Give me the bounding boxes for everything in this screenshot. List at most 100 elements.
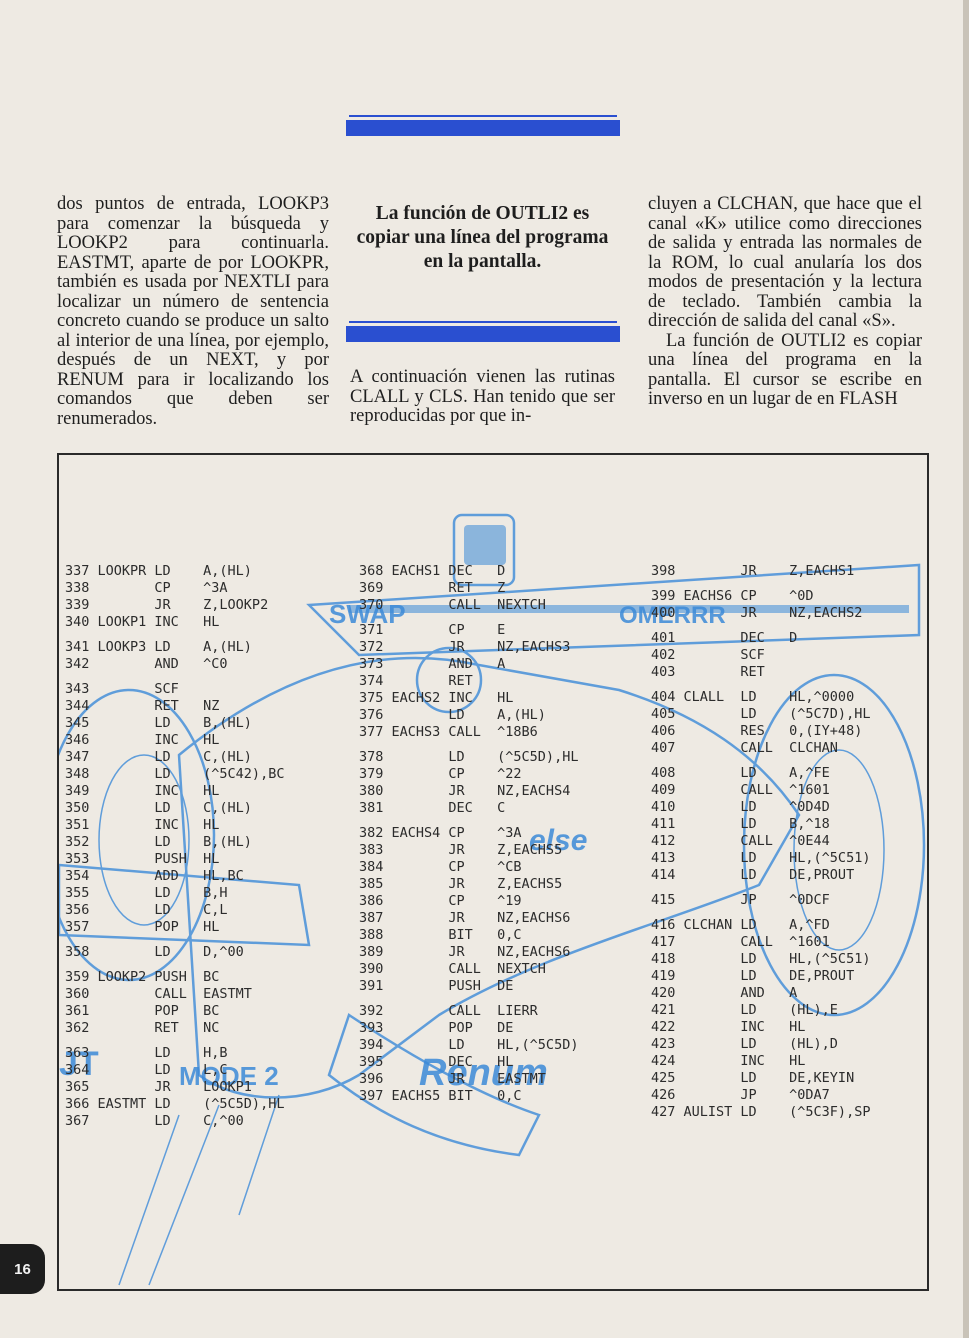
listing-line: 415 JP ^0DCF [651, 892, 830, 908]
top-blue-rule [346, 120, 620, 136]
listing-line: 342 AND ^C0 [65, 656, 228, 672]
listing-gap [651, 757, 870, 765]
listing-gap [65, 631, 284, 639]
listing-line: 405 LD (^5C7D),HL [651, 706, 871, 722]
sponsor-swap: SWAP [329, 599, 406, 629]
listing-line: 389 JR NZ,EACHS6 [359, 944, 571, 960]
text-column-right: cluyen a CLCHAN, que hace que el canal «… [648, 194, 922, 410]
listing-gap [359, 817, 578, 825]
listing-line: 380 JR NZ,EACHS4 [359, 783, 571, 799]
listing-line: 427 AULIST LD (^5C3F),SP [651, 1104, 871, 1120]
listing-line: 406 RES 0,(IY+48) [651, 723, 863, 739]
page-number: 16 [0, 1244, 45, 1294]
listing-line: 356 LD C,L [65, 902, 228, 918]
listing-line: 426 JP ^0DA7 [651, 1087, 830, 1103]
listing-line: 399 EACHS6 CP ^0D [651, 588, 814, 604]
listing-line: 344 RET NZ [65, 698, 220, 714]
listing-line: 393 POP DE [359, 1020, 514, 1036]
paragraph-left: dos puntos de entrada, LOOKP3 para comen… [57, 194, 329, 429]
listing-gap [651, 622, 870, 630]
page-edge [963, 0, 969, 1338]
listing-line: 408 LD A,^FE [651, 765, 830, 781]
listing-line: 379 CP ^22 [359, 766, 522, 782]
listing-line: 351 INC HL [65, 817, 220, 833]
listing-line: 385 JR Z,EACHS5 [359, 876, 563, 892]
listing-line: 416 CLCHAN LD A,^FD [651, 917, 830, 933]
listing-gap [651, 580, 870, 588]
listing-line: 422 INC HL [651, 1019, 806, 1035]
listing-line: 362 RET NC [65, 1020, 220, 1036]
airbox-fill [464, 525, 506, 565]
listing-line: 409 CALL ^1601 [651, 782, 830, 798]
listing-line: 398 JR Z,EACHS1 [651, 563, 855, 579]
listing-gap [65, 673, 284, 681]
listing-line: 352 LD B,(HL) [65, 834, 252, 850]
listing-line: 346 INC HL [65, 732, 220, 748]
listing-line: 395 DEC HL [359, 1054, 514, 1070]
listing-gap [359, 741, 578, 749]
listing-line: 407 CALL CLCHAN [651, 740, 838, 756]
listing-line: 349 INC HL [65, 783, 220, 799]
listing-line: 350 LD C,(HL) [65, 800, 252, 816]
listing-gap [359, 614, 578, 622]
race-car-illustration: SWAP OMERRR else MODE 2 Renum JT [59, 513, 926, 1286]
listing-gap [651, 909, 870, 917]
sponsor-renum: Renum [419, 1052, 548, 1094]
listing-line: 361 POP BC [65, 1003, 220, 1019]
code-listing-box: SWAP OMERRR else MODE 2 Renum JT 337 LOO… [57, 453, 929, 1291]
listing-line: 391 PUSH DE [359, 978, 514, 994]
listing-line: 424 INC HL [651, 1053, 806, 1069]
listing-line: 423 LD (HL),D [651, 1036, 838, 1052]
listing-line: 347 LD C,(HL) [65, 749, 252, 765]
listing-line: 412 CALL ^0E44 [651, 833, 830, 849]
listing-line: 390 CALL NEXTCH [359, 961, 546, 977]
listing-line: 359 LOOKP2 PUSH BC [65, 969, 220, 985]
listing-line: 394 LD HL,(^5C5D) [359, 1037, 579, 1053]
listing-line: 376 LD A,(HL) [359, 707, 546, 723]
listing-line: 417 CALL ^1601 [651, 934, 830, 950]
listing-line: 371 CP E [359, 622, 506, 638]
listing-line: 348 LD (^5C42),BC [65, 766, 285, 782]
listing-gap [651, 884, 870, 892]
listing-gap [65, 936, 284, 944]
listing-line: 396 JR EASTMT [359, 1071, 546, 1087]
listing-line: 341 LOOKP3 LD A,(HL) [65, 639, 252, 655]
listing-line: 377 EACHS3 CALL ^18B6 [359, 724, 538, 740]
listing-line: 363 LD H,B [65, 1045, 228, 1061]
listing-line: 397 EACHS5 BIT 0,C [359, 1088, 522, 1104]
text-column-left: dos puntos de entrada, LOOKP3 para comen… [57, 194, 329, 429]
listing-line: 370 CALL NEXTCH [359, 597, 546, 613]
middle-blue-rule [346, 326, 620, 342]
listing-line: 353 PUSH HL [65, 851, 220, 867]
listing-line: 388 BIT 0,C [359, 927, 522, 943]
paragraph-right-1: cluyen a CLCHAN, que hace que el canal «… [648, 194, 922, 331]
paragraph-middle: A continuación vienen las rutinas CLALL … [350, 367, 615, 426]
listing-line: 365 JR LOOKP1 [65, 1079, 252, 1095]
listing-line: 372 JR NZ,EACHS3 [359, 639, 571, 655]
listing-line: 373 AND A [359, 656, 506, 672]
listing-line: 402 SCF [651, 647, 765, 663]
listing-line: 410 LD ^0D4D [651, 799, 830, 815]
front-wheel-right [742, 673, 926, 1017]
wing-stripe [349, 605, 909, 613]
listing-line: 381 DEC C [359, 800, 506, 816]
front-wing [306, 563, 921, 657]
listing-line: 403 RET [651, 664, 765, 680]
car-body-outline [177, 656, 801, 1099]
listing-line: 392 CALL LIERR [359, 1003, 538, 1019]
pull-quote: La función de OUTLI2 es copiar una línea… [356, 203, 609, 272]
listing-line: 368 EACHS1 DEC D [359, 563, 506, 579]
text-column-middle: A continuación vienen las rutinas CLALL … [350, 367, 615, 427]
listing-line: 345 LD B,(HL) [65, 715, 252, 731]
driver-helmet [415, 646, 483, 714]
listing-line: 413 LD HL,(^5C51) [651, 850, 871, 866]
listing-line: 338 CP ^3A [65, 580, 228, 596]
listing-line: 418 LD HL,(^5C51) [651, 951, 871, 967]
airbox [452, 513, 516, 587]
listing-line: 404 CLALL LD HL,^0000 [651, 689, 855, 705]
listing-line: 411 LD B,^18 [651, 816, 830, 832]
sponsor-mode2: MODE 2 [179, 1061, 279, 1091]
sponsor-omerrr: OMERRR [619, 602, 726, 629]
